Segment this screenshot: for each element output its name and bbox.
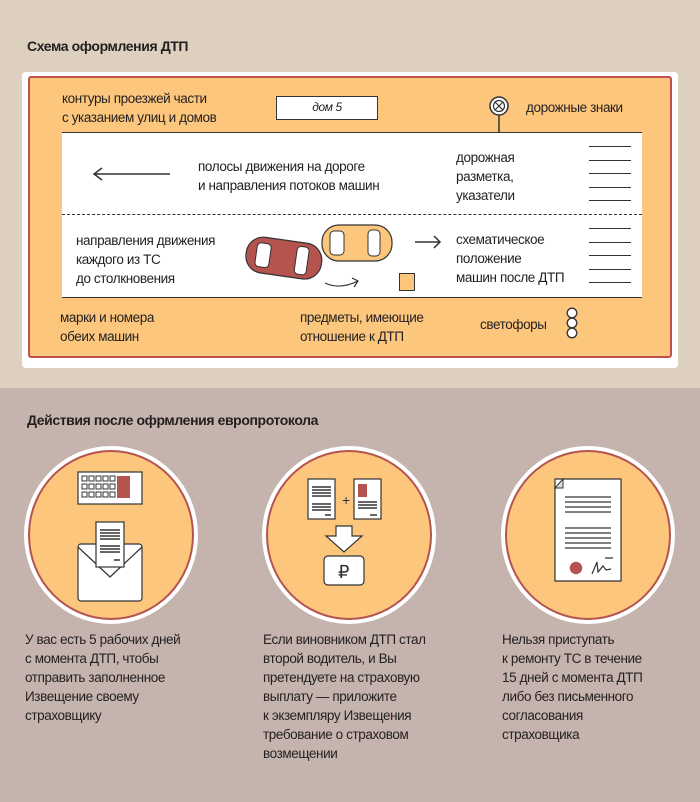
documents-ruble-icon: + ₽ bbox=[307, 478, 382, 586]
left-arrow-icon bbox=[92, 167, 170, 181]
action-circle-3 bbox=[505, 450, 671, 620]
house-label: дом 5 bbox=[276, 96, 378, 120]
label-road-signs: дорожные знаки bbox=[526, 100, 623, 115]
road-sign-icon bbox=[489, 96, 509, 132]
label-traffic-lights: светофоры bbox=[480, 317, 547, 332]
road-markings-lower bbox=[589, 228, 631, 296]
actions-title: Действия после офрмления европротокола bbox=[27, 412, 319, 428]
action-circle-1 bbox=[28, 450, 194, 620]
calendar-envelope-icon bbox=[77, 471, 143, 602]
collision-cars-icon bbox=[245, 224, 393, 288]
signed-document-icon bbox=[553, 477, 622, 582]
action-circle-2: + ₽ bbox=[266, 450, 432, 620]
svg-text:₽: ₽ bbox=[338, 562, 349, 582]
lane-divider bbox=[62, 214, 642, 215]
road-markings-upper bbox=[589, 146, 631, 214]
object-marker-icon bbox=[399, 273, 415, 291]
road bbox=[62, 132, 642, 298]
svg-text:+: + bbox=[342, 492, 350, 508]
scheme-title: Схема оформления ДТП bbox=[27, 38, 189, 54]
traffic-light-icon bbox=[566, 307, 578, 339]
right-arrow-icon bbox=[415, 235, 442, 249]
